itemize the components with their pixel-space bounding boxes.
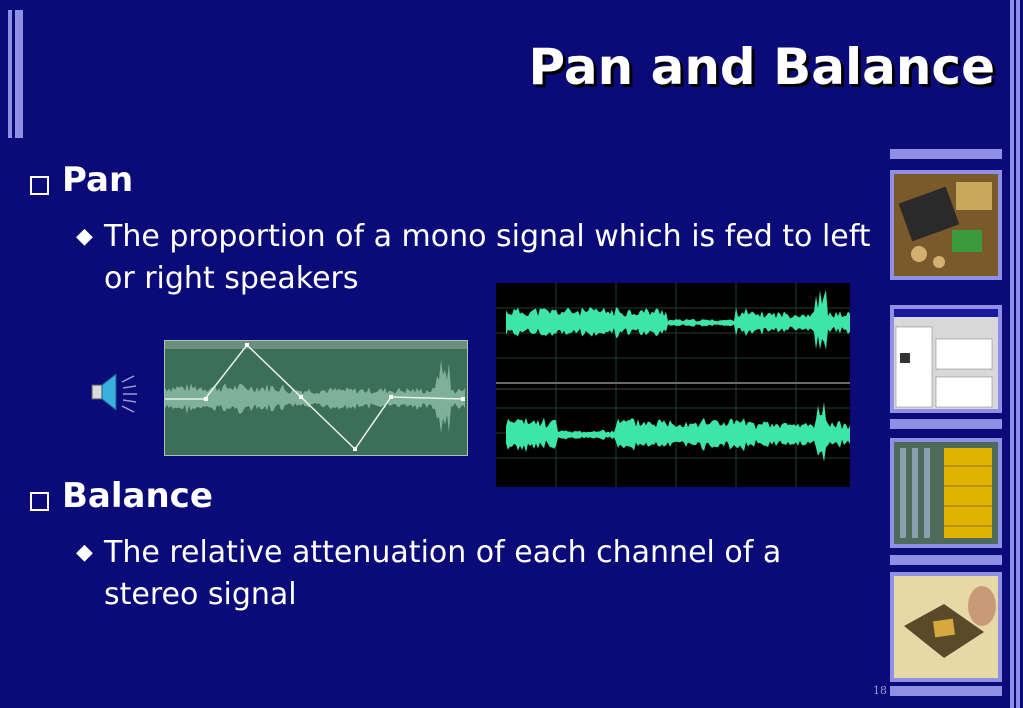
slide-number: 18 (873, 684, 887, 697)
stereo-waveform-image (496, 283, 850, 487)
pan-envelope-image (164, 340, 468, 456)
pan-description: The proportion of a mono signal which is… (104, 219, 871, 296)
right-deco-bar-inner (1016, 0, 1020, 708)
left-deco-bar-outer (8, 10, 12, 138)
pan-sub-bullet-icon: ◆ (76, 224, 93, 249)
left-deco-bar-inner (15, 10, 23, 138)
slide-title: Pan and Balance (528, 38, 995, 96)
right-deco-bar-outer (1010, 0, 1014, 708)
balance-bullet-icon (30, 492, 49, 511)
cpu-in-hand-thumbnail (890, 572, 1002, 682)
balance-description: The relative attenuation of each channel… (104, 535, 782, 612)
right-deco-hbar-bottom (890, 686, 1002, 696)
software-window-thumbnail (890, 305, 1002, 413)
pan-heading: Pan (62, 160, 134, 200)
speaker-icon (86, 368, 142, 416)
right-deco-hbar-top (890, 149, 1002, 159)
circuit-board-thumbnail (890, 170, 1002, 280)
right-deco-hbar-mid2 (890, 555, 1002, 565)
pan-bullet-icon (30, 176, 49, 195)
balance-sub-bullet-icon: ◆ (76, 540, 93, 565)
chip-layout-thumbnail (890, 438, 1002, 548)
balance-heading: Balance (62, 476, 213, 516)
right-deco-hbar-mid1 (890, 419, 1002, 429)
